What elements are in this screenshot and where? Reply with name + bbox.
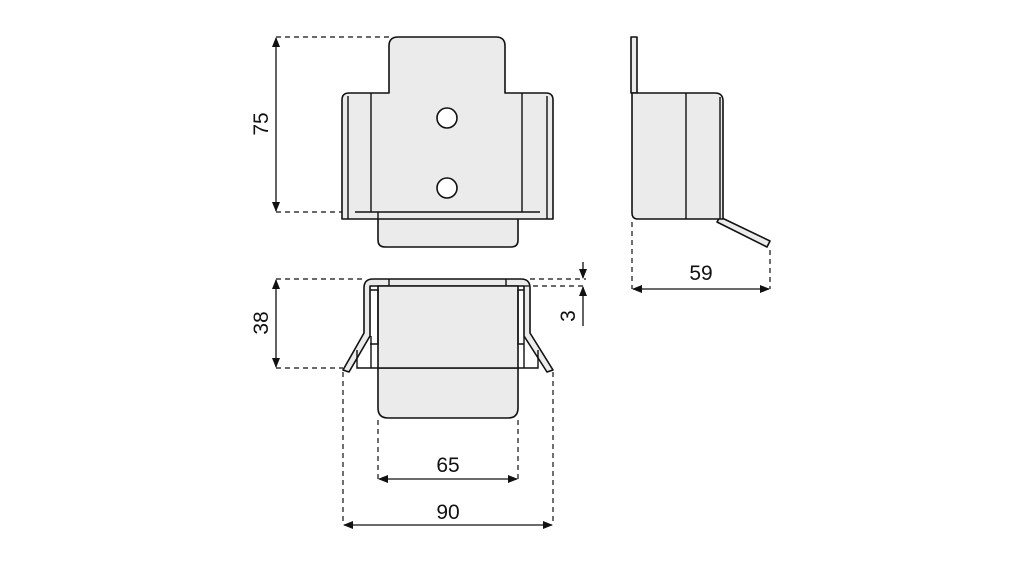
dimension-label: 75: [250, 112, 273, 135]
front-view: [341, 36, 554, 248]
side-view: [630, 36, 771, 248]
dimension-75: 75: [250, 36, 389, 213]
dimension-label: 38: [250, 311, 273, 334]
dimension-59: 59: [631, 222, 771, 293]
dimension-90: 90: [342, 372, 554, 529]
mounting-hole: [436, 107, 458, 129]
dimension-label: 65: [436, 454, 459, 477]
dimension-65: 65: [377, 420, 519, 483]
dimension-3: 3: [524, 262, 587, 326]
bottom-view: [342, 278, 554, 419]
dimension-label: 3: [557, 310, 580, 322]
dimension-38: 38: [250, 278, 364, 369]
dimension-label: 90: [436, 501, 459, 524]
mounting-hole: [436, 177, 458, 199]
dimension-label: 59: [689, 262, 712, 285]
